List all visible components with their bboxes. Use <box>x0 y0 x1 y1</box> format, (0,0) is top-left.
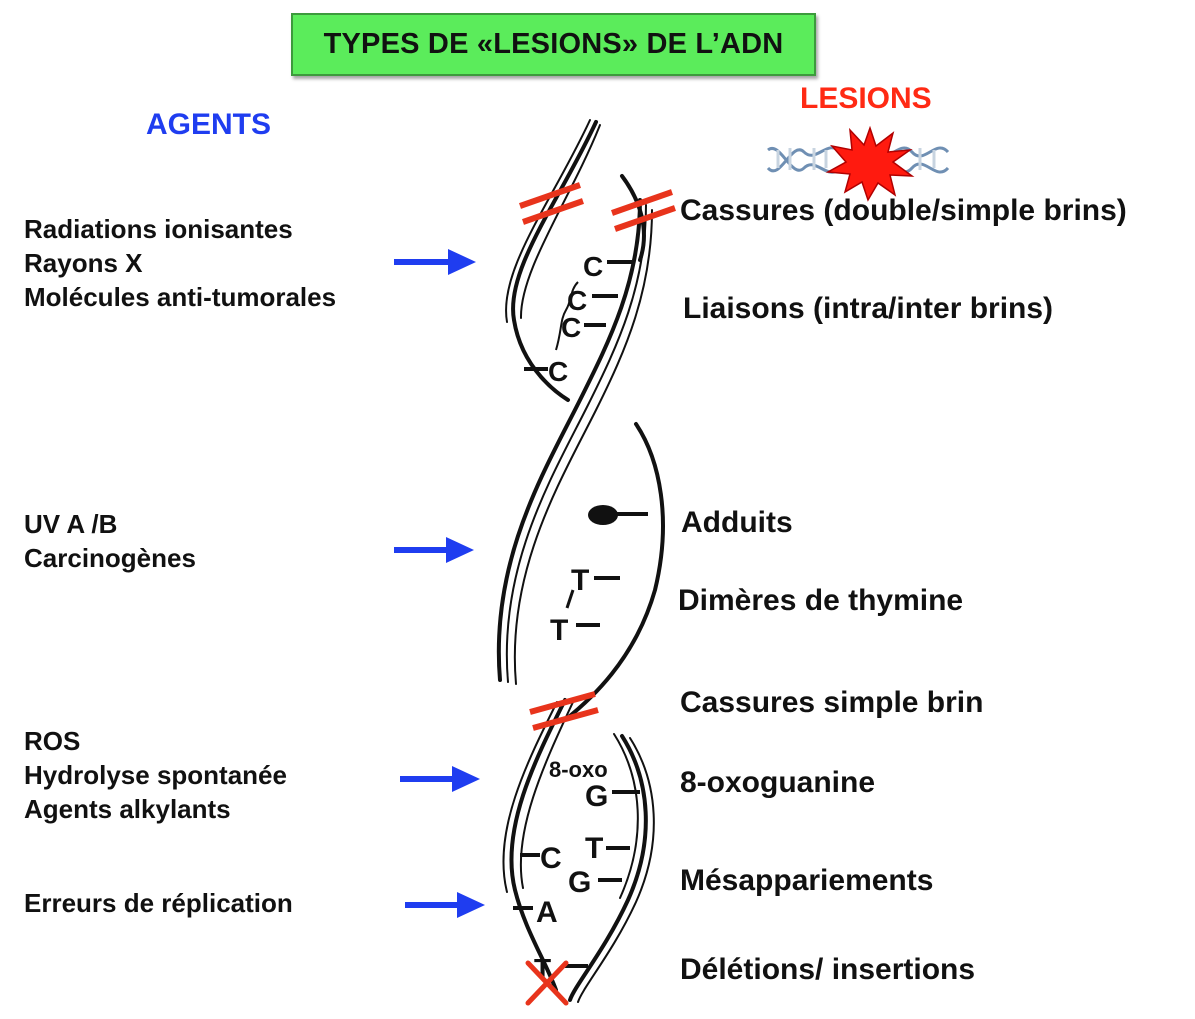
agent-carcinogenes: Carcinogènes <box>24 543 196 573</box>
base-c-4: C <box>548 356 568 387</box>
base-c-2: C <box>567 285 587 316</box>
arrow-icon-group-4 <box>405 892 485 918</box>
lesion-liaisons: Liaisons (intra/inter brins) <box>683 292 1054 325</box>
arrow-icon-group-2 <box>394 537 474 563</box>
agent-group-ionizing: Radiations ionisantes Rayons X Molécules… <box>24 212 336 314</box>
adduct-icon <box>588 505 618 525</box>
single-strand-break-icon-lower <box>529 691 599 731</box>
single-strand-break-icon-upper <box>611 189 676 232</box>
agent-molecules-anti-tumorales: Molécules anti-tumorales <box>24 282 337 312</box>
lesions-header: LESIONS <box>800 82 932 115</box>
agent-uv: UV A /B <box>24 509 118 539</box>
agent-rayons-x: Rayons X <box>24 248 143 278</box>
base-g-mismatch: G <box>568 866 591 899</box>
oxo-prefix: 8-oxo <box>549 757 608 782</box>
base-g-oxo: G <box>585 780 608 813</box>
agent-erreurs-replication: Erreurs de réplication <box>24 888 293 918</box>
agent-group-replication: Erreurs de réplication <box>24 886 293 920</box>
agent-group-uv: UV A /B Carcinogènes <box>24 507 196 575</box>
base-pair-lines <box>513 260 648 968</box>
dimer-bond <box>565 589 575 609</box>
crosslink-connector <box>555 281 579 351</box>
base-a-mismatch: A <box>536 896 558 929</box>
double-strand-break-icon <box>519 182 584 225</box>
deletion-cross-icon <box>525 960 569 1006</box>
lesion-cassures-double-simple: Cassures (double/simple brins) <box>680 194 1127 227</box>
base-t-dimer-1: T <box>571 564 589 597</box>
base-c-3: C <box>561 312 581 343</box>
agent-ros: ROS <box>24 726 81 756</box>
base-c-mismatch: C <box>540 842 562 875</box>
lesion-adduits: Adduits <box>681 506 793 539</box>
dna-burst-icon <box>766 125 950 202</box>
base-t-dimer-2: T <box>550 614 568 647</box>
lesion-cassures-simple-brin: Cassures simple brin <box>680 686 984 719</box>
lesion-deletions-insertions: Délétions/ insertions <box>680 953 976 986</box>
lesion-8-oxoguanine: 8-oxoguanine <box>680 766 876 799</box>
agent-agents-alkylants: Agents alkylants <box>24 794 231 824</box>
base-c-1: C <box>583 251 603 282</box>
lesion-dimeres-thymine: Dimères de thymine <box>678 584 964 617</box>
dna-strand-main <box>496 119 665 1003</box>
agent-group-oxidative: ROS Hydrolyse spontanée Agents alkylants <box>24 724 287 826</box>
diagram-title: TYPES DE «LESIONS» DE L’ADN <box>291 13 816 76</box>
agent-radiations-ionisantes: Radiations ionisantes <box>24 214 293 244</box>
agents-header: AGENTS <box>146 108 272 141</box>
agent-hydrolyse-spontanee: Hydrolyse spontanée <box>24 760 287 790</box>
base-t-mismatch: T <box>585 832 603 865</box>
lesion-mesappariements: Mésappariements <box>680 864 934 897</box>
arrow-icon-group-1 <box>394 249 476 275</box>
arrow-icon-group-3 <box>400 766 480 792</box>
